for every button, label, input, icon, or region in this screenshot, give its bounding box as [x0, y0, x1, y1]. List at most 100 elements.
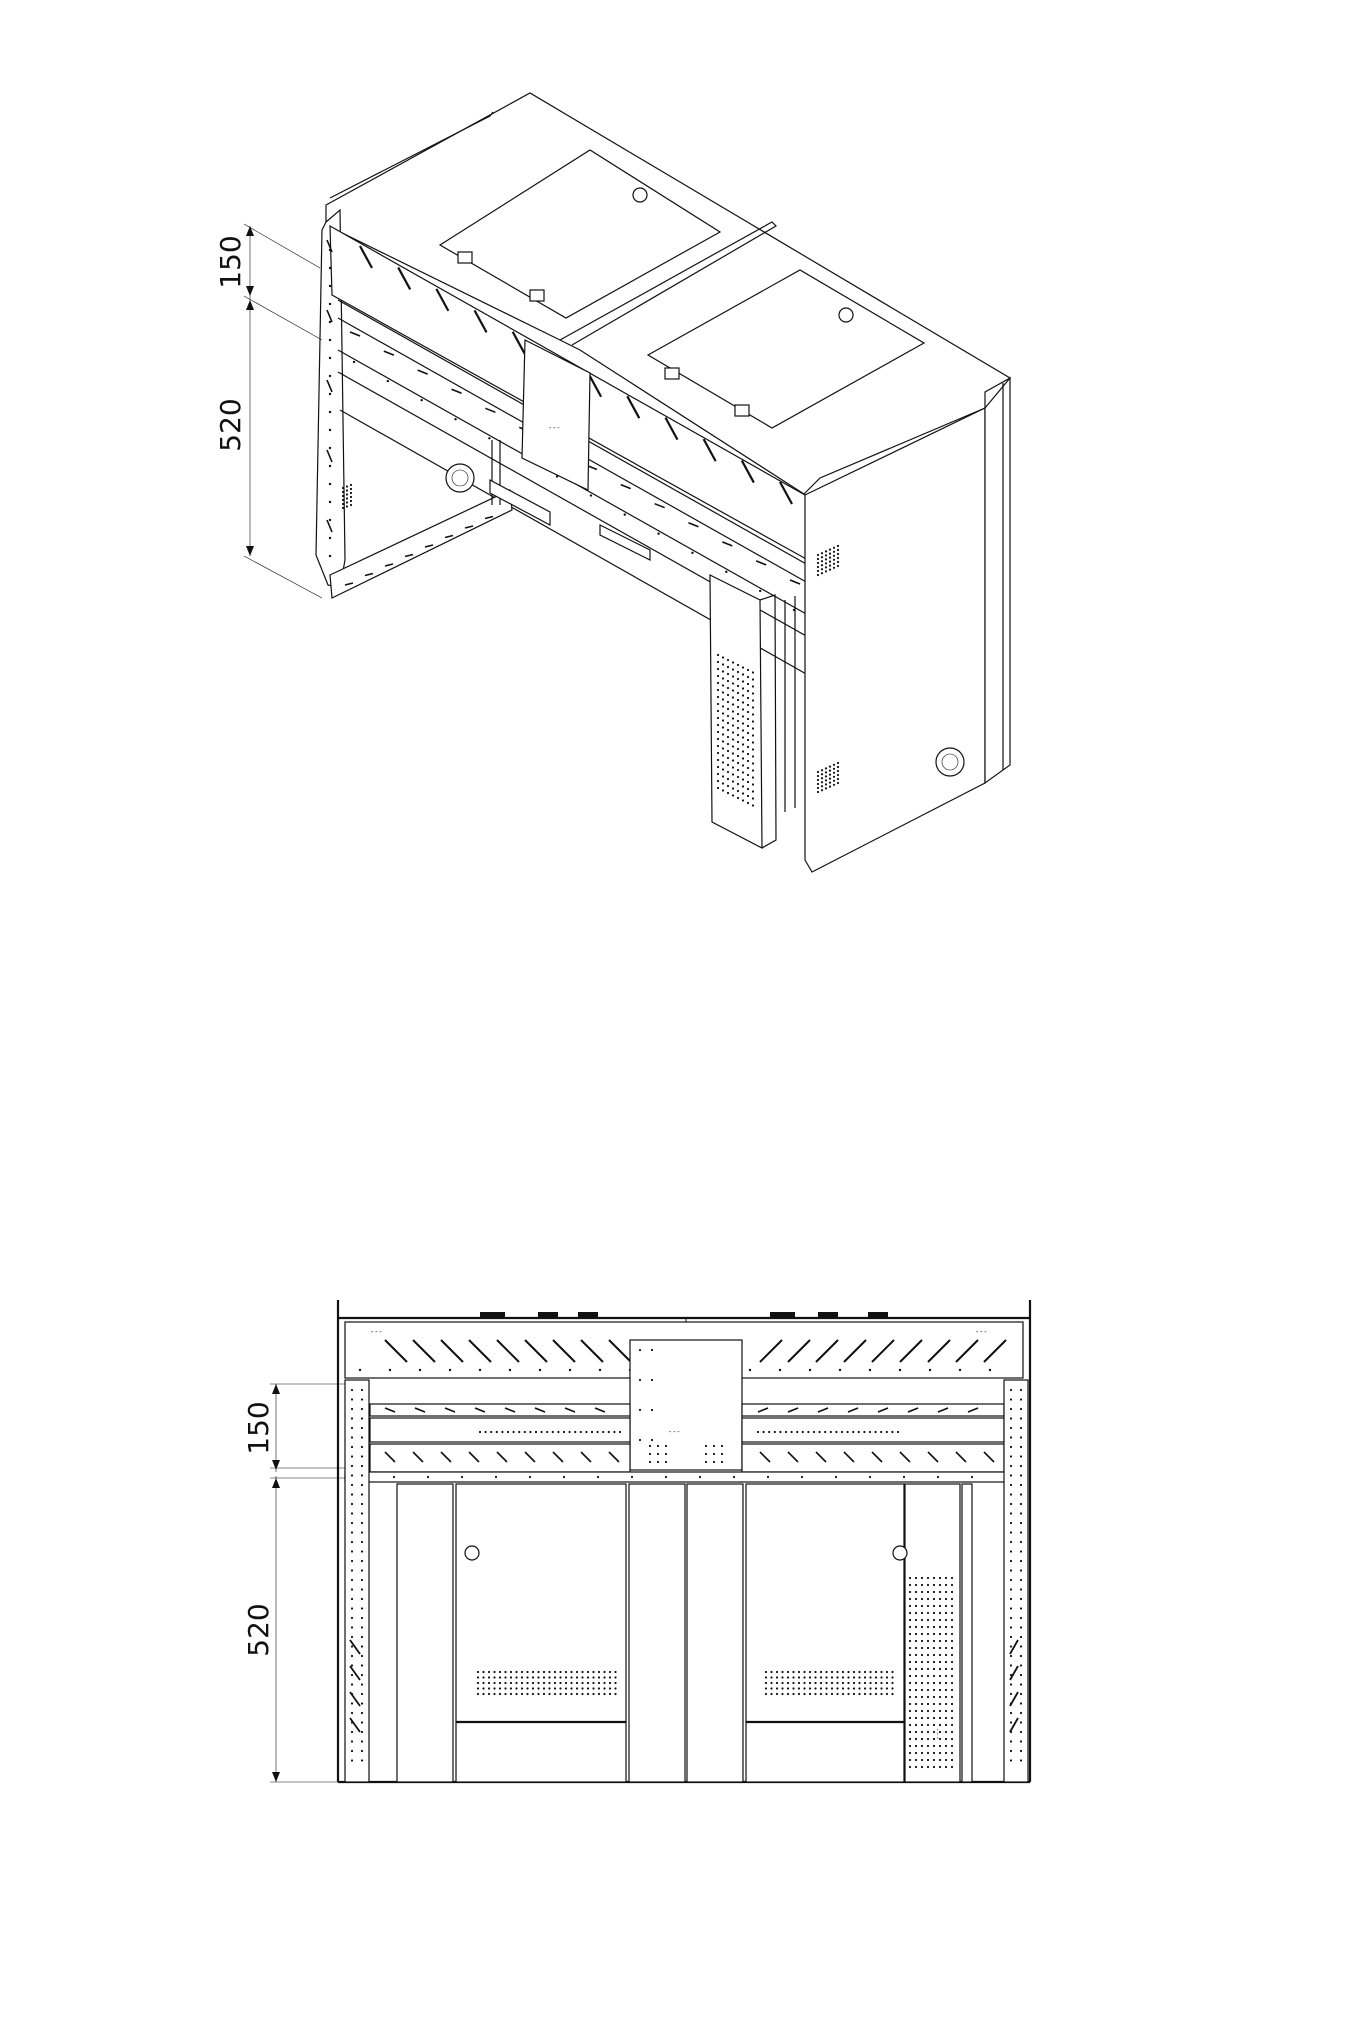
- front-leg-dot: [914, 1737, 918, 1741]
- iso-rail-hole: [386, 379, 390, 383]
- front-column-dot: [360, 1578, 364, 1582]
- front-column-dot: [360, 1749, 364, 1753]
- front-vent-right-dot: [880, 1676, 883, 1679]
- iso-vent-right-bottom-dot: [832, 779, 836, 782]
- front-leg-dot: [914, 1695, 918, 1699]
- iso-leg-dot: [746, 801, 750, 805]
- isometric-view: ---: [214, 92, 1012, 873]
- front-vent-right-dot: [797, 1692, 801, 1696]
- iso-leg-dot: [751, 734, 755, 737]
- front-leg-dot: [926, 1674, 930, 1678]
- iso-leg-dot: [731, 703, 735, 706]
- front-column-dots: [349, 1388, 1023, 1762]
- iso-leg-dot: [731, 675, 735, 678]
- front-column-dot: [360, 1550, 364, 1553]
- iso-rail-slot: [688, 522, 699, 528]
- iso-right-cabinet-side: [804, 407, 986, 873]
- front-column-dot: [350, 1683, 354, 1686]
- front-column-dot: [1019, 1578, 1023, 1582]
- front-bay-post-1: [396, 1483, 454, 1783]
- front-bay-door-left: [455, 1483, 627, 1723]
- front-column-dot: [350, 1635, 354, 1639]
- front-band-hole: [508, 1368, 512, 1372]
- iso-fan-icon-left: [445, 463, 475, 493]
- iso-leg-dot: [721, 733, 725, 736]
- front-leg-dot: [908, 1695, 912, 1699]
- front-plate-dot: [664, 1444, 668, 1448]
- front-column-dot: [1019, 1683, 1023, 1686]
- front-column-dot: [1009, 1502, 1013, 1506]
- front-rail-dot: [613, 1430, 616, 1434]
- front-column-dot: [1009, 1445, 1013, 1449]
- front-vent-right-dot: [814, 1681, 817, 1685]
- iso-bottom-strip-left: [329, 489, 513, 599]
- iso-vent-left-dot: [341, 490, 345, 494]
- iso-vent-left-dot: [345, 501, 349, 504]
- front-band-hole: [748, 1368, 752, 1372]
- front-vent-right-dot: [863, 1676, 867, 1679]
- front-band-hole: [418, 1368, 422, 1372]
- iso-column-slot: [326, 449, 333, 463]
- front-column-dot: [1009, 1740, 1013, 1743]
- front-leg-dot: [914, 1723, 918, 1727]
- iso-vent-right-top-dot: [824, 562, 828, 565]
- front-vent-left-dot: [537, 1670, 540, 1674]
- iso-vent-right-bottom-dot: [816, 770, 820, 774]
- iso-leg-dot: [716, 779, 720, 783]
- iso-leg-dot: [726, 707, 730, 711]
- front-column-dot: [1009, 1692, 1013, 1696]
- front-vent-right-dot: [770, 1692, 773, 1696]
- front-leg-dot: [920, 1576, 924, 1580]
- iso-leg-dot: [746, 717, 750, 721]
- iso-leg-dot: [751, 741, 755, 744]
- iso-column-dot: [328, 302, 332, 306]
- front-rail-slot: [552, 1451, 564, 1463]
- front-vent-right-dot: [852, 1676, 856, 1679]
- front-vent-left-dot: [581, 1670, 584, 1674]
- front-leg-dot: [932, 1604, 936, 1608]
- front-vent-left-dot: [581, 1681, 584, 1685]
- front-rail-dot: [596, 1430, 599, 1434]
- front-louver-slot: [440, 1339, 464, 1363]
- front-vent-left-dot: [603, 1670, 606, 1674]
- front-vent-right-dot: [836, 1676, 839, 1679]
- front-plate-dot: [650, 1408, 654, 1412]
- front-column-dot: [350, 1759, 354, 1762]
- front-vent-left-dot: [608, 1687, 612, 1690]
- front-rail-slot: [414, 1407, 426, 1413]
- front-vent-left-dot: [515, 1670, 518, 1674]
- front-rail-slot: [384, 1451, 396, 1463]
- front-leg-dot: [920, 1639, 924, 1643]
- front-louver-slot: [899, 1339, 923, 1363]
- front-rail-dot: [885, 1430, 888, 1434]
- iso-vent-right-top-dot: [832, 546, 836, 549]
- front-vent-right-dot: [819, 1670, 823, 1674]
- front-vent-right-dot: [803, 1681, 806, 1685]
- iso-vent-left-dot: [349, 487, 353, 491]
- front-vent-right-dot: [781, 1670, 784, 1674]
- front-vent-right-dot: [863, 1692, 867, 1696]
- front-vent-right-dot: [775, 1670, 779, 1674]
- front-leg-dot: [938, 1625, 942, 1629]
- iso-vent-right-bottom-dot: [832, 771, 836, 774]
- front-leg-dot: [932, 1611, 936, 1615]
- front-column-dot: [360, 1702, 364, 1705]
- front-band-hole: [388, 1368, 392, 1372]
- front-leg-dot: [914, 1730, 918, 1734]
- iso-top-hatch-right: [646, 269, 926, 429]
- front-column-dot: [350, 1436, 354, 1439]
- front-leg-dot: [950, 1583, 954, 1587]
- front-column-dot: [1019, 1464, 1023, 1468]
- iso-leg-dot: [751, 671, 755, 674]
- front-leg-dot: [932, 1737, 936, 1741]
- front-vent-left-dot: [564, 1687, 568, 1690]
- front-vent-right-dot: [830, 1687, 834, 1690]
- iso-leg-dot: [751, 748, 755, 751]
- front-top-louvers: [358, 1339, 1007, 1372]
- front-column-dot: [1019, 1502, 1023, 1506]
- front-rail-dot: [546, 1430, 549, 1434]
- front-rail-slot: [468, 1451, 480, 1463]
- front-vent-left-dot: [504, 1692, 507, 1696]
- iso-column-dot: [328, 284, 332, 288]
- iso-leg-dot: [716, 660, 720, 664]
